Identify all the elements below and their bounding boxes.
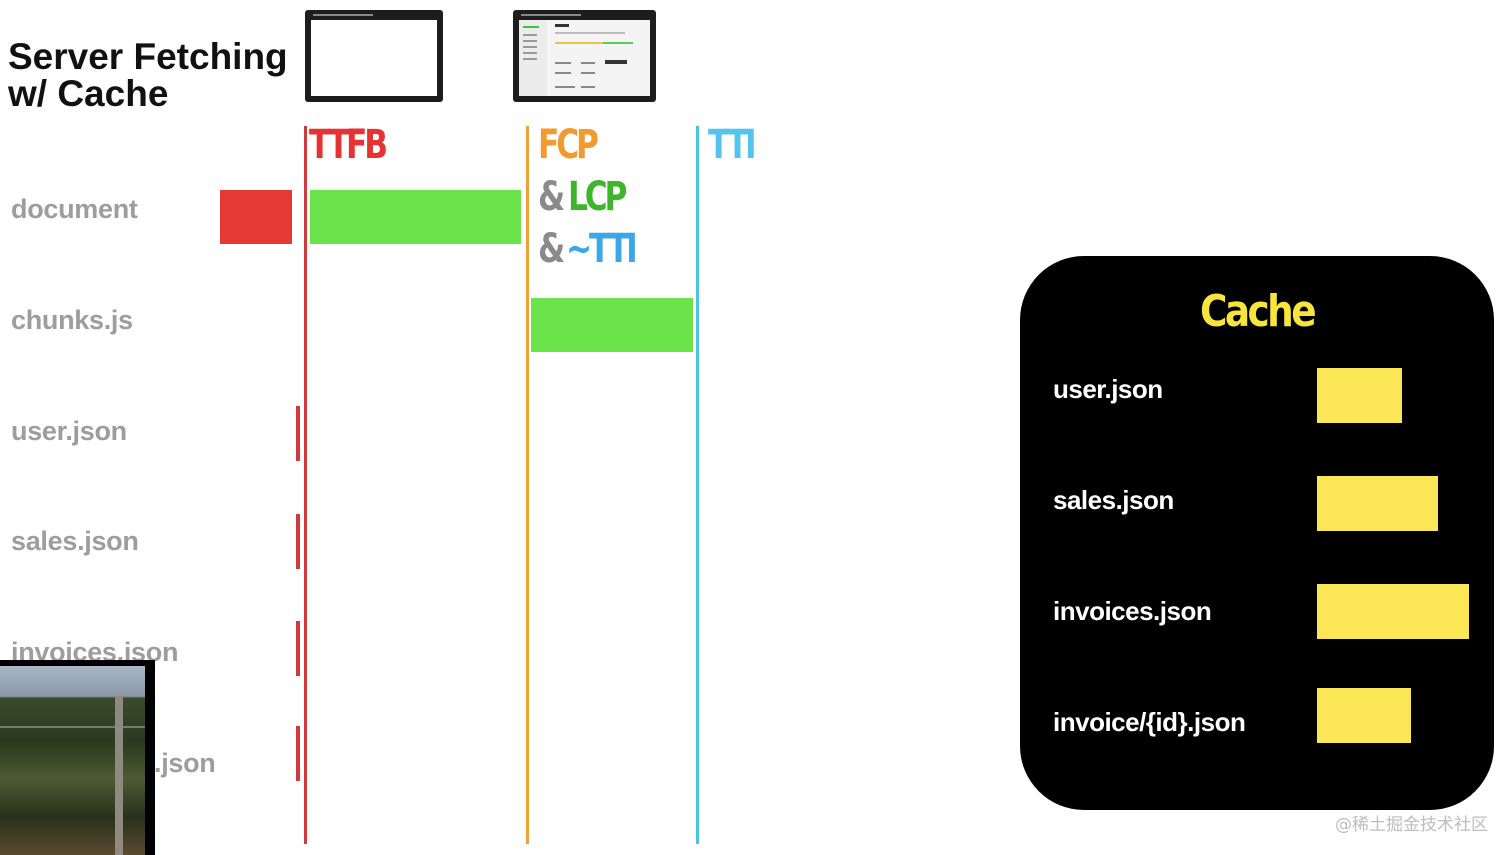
thumbnail-titlebar bbox=[521, 14, 581, 16]
cache-item-label: invoices.json bbox=[1053, 596, 1212, 626]
thumbnail-screen bbox=[311, 20, 437, 96]
cache-item-bar bbox=[1317, 584, 1469, 639]
lcp-ampersand: & bbox=[538, 174, 565, 220]
slide-title-line2: w/ Cache bbox=[8, 73, 169, 114]
cache-item-label: user.json bbox=[1053, 374, 1163, 404]
cache-panel: Cache user.json sales.json invoices.json… bbox=[1020, 256, 1494, 810]
blank-page-thumbnail-icon bbox=[305, 10, 443, 102]
user-json-tick bbox=[296, 406, 300, 461]
ttfb-line bbox=[304, 126, 307, 844]
thumbnail-titlebar bbox=[313, 14, 373, 16]
cache-item-label: invoice/{id}.json bbox=[1053, 707, 1246, 737]
cache-item-label: sales.json bbox=[1053, 485, 1174, 515]
row-label-user-json: user.json bbox=[11, 416, 127, 446]
document-download-bar bbox=[310, 190, 521, 244]
video-frame bbox=[0, 666, 145, 855]
slide-title: Server Fetching w/ Cache bbox=[8, 38, 288, 112]
tti-line bbox=[696, 126, 699, 844]
slide-title-line1: Server Fetching bbox=[8, 36, 288, 77]
cache-item-bar bbox=[1317, 368, 1402, 423]
invoices-json-tick bbox=[296, 621, 300, 676]
watermark: @稀土掘金技术社区 bbox=[1335, 815, 1488, 835]
video-pip-icon bbox=[0, 660, 155, 855]
tti-marker: TTI bbox=[708, 122, 757, 168]
video-wire bbox=[0, 726, 145, 728]
approx-tti-marker: ~TTI bbox=[566, 226, 638, 272]
video-pole bbox=[115, 696, 123, 855]
cache-item-bar bbox=[1317, 476, 1438, 531]
fcp-line bbox=[526, 126, 529, 844]
fcp-marker: FCP bbox=[538, 122, 599, 168]
sales-json-tick bbox=[296, 514, 300, 569]
dashboard-mockup-icon bbox=[519, 20, 633, 96]
thumbnail-screen bbox=[519, 20, 650, 96]
invoice-id-json-tick bbox=[296, 726, 300, 781]
row-label-invoice-id-json: .json bbox=[154, 748, 216, 778]
document-server-bar bbox=[220, 190, 292, 244]
ttfb-marker: TTFB bbox=[309, 122, 388, 168]
row-label-chunks: chunks.js bbox=[11, 305, 133, 335]
row-label-document: document bbox=[11, 194, 138, 224]
dashboard-page-thumbnail-icon bbox=[513, 10, 656, 102]
chunks-download-bar bbox=[531, 298, 693, 352]
tti-ampersand: & bbox=[538, 226, 565, 272]
row-label-sales-json: sales.json bbox=[11, 526, 139, 556]
lcp-marker: LCP bbox=[568, 174, 627, 220]
cache-title: Cache bbox=[1199, 286, 1317, 337]
cache-item-bar bbox=[1317, 688, 1411, 743]
